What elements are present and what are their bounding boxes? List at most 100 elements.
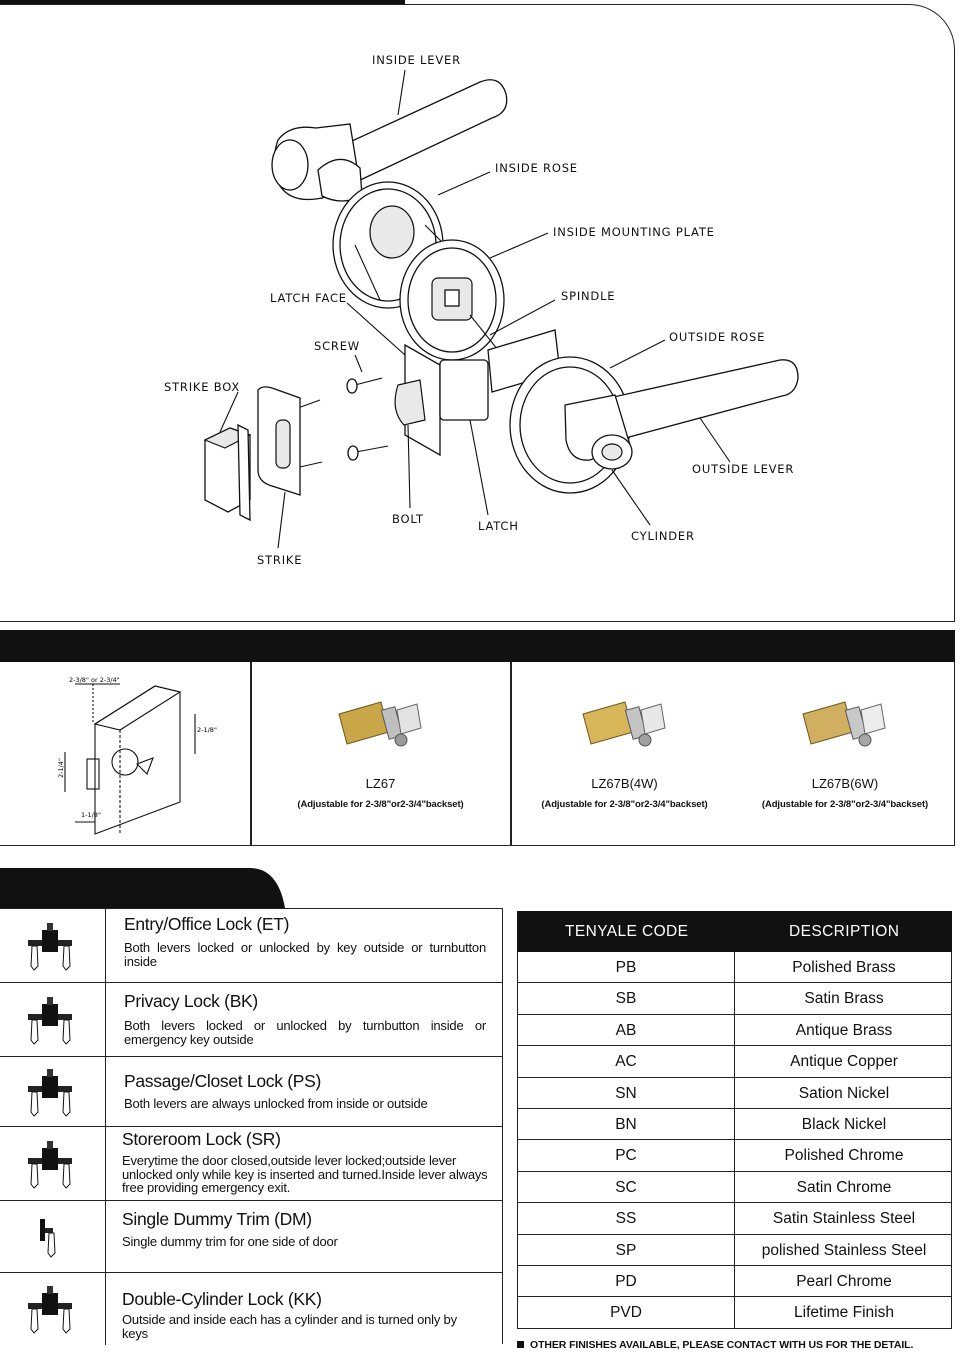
- function-title: Double-Cylinder Lock (KK): [122, 1289, 322, 1309]
- lever-set-icon: [28, 922, 72, 971]
- label-spindle: SPINDLE: [561, 289, 615, 303]
- dim-left-label: 2-1/4": [57, 758, 65, 778]
- finish-description: Polished Chrome: [784, 1147, 904, 1165]
- latch-section-header-bar: [0, 630, 955, 662]
- function-desc: Both levers locked or unlocked by key ou…: [124, 940, 486, 969]
- finish-note-text: OTHER FINISHES AVAILABLE, PLEASE CONTACT…: [530, 1339, 914, 1351]
- cylinder-part: [591, 434, 633, 470]
- function-title: Entry/Office Lock (ET): [124, 914, 290, 934]
- dim-right-label: 2-1/8": [197, 726, 217, 734]
- label-inside-lever: INSIDE LEVER: [372, 53, 461, 67]
- label-latch: LATCH: [478, 519, 519, 533]
- exploded-diagram-panel: [0, 4, 955, 622]
- header-code: TENYALE CODE: [565, 923, 689, 940]
- finish-row: PVD Lifetime Finish: [517, 1297, 952, 1329]
- function-title: Privacy Lock (BK): [124, 991, 258, 1011]
- finish-code: SP: [518, 1234, 735, 1265]
- label-latch-face: LATCH FACE: [270, 291, 347, 305]
- finish-table: TENYALE CODE DESCRIPTION PB Polished Bras…: [517, 911, 952, 1329]
- finish-description: Satin Brass: [804, 990, 884, 1008]
- finish-code: SC: [518, 1171, 735, 1203]
- function-desc: Everytime the door closed,outside lever …: [122, 1153, 488, 1195]
- latch-model: LZ67: [365, 776, 396, 791]
- finish-table-header: TENYALE CODE DESCRIPTION: [517, 911, 952, 952]
- finish-row: SC Satin Chrome: [517, 1171, 952, 1204]
- finish-row: PC Polished Chrome: [517, 1140, 952, 1172]
- latch-model: LZ67B(4W): [591, 776, 658, 791]
- function-icon-cell: [0, 909, 106, 982]
- function-row-bk: Privacy Lock (BK) Both levers locked or …: [0, 983, 503, 1057]
- function-icon-cell: [0, 1201, 106, 1272]
- function-desc: Outside and inside each has a cylinder a…: [122, 1312, 457, 1341]
- latch-lz67b-6w-image: [802, 701, 886, 747]
- function-desc: Single dummy trim for one side of door: [122, 1234, 338, 1249]
- label-bolt: BOLT: [392, 512, 424, 526]
- lever-set-icon: [28, 1140, 72, 1189]
- screws-part: [297, 377, 389, 468]
- function-title: Single Dummy Trim (DM): [122, 1209, 312, 1229]
- function-desc: Both levers locked or unlocked by turnbu…: [124, 1018, 486, 1047]
- finish-code: PC: [518, 1140, 735, 1171]
- function-row-kk: Double-Cylinder Lock (KK) Outside and in…: [0, 1273, 503, 1345]
- inside-mounting-plate-part: [399, 239, 505, 361]
- top-strip: [0, 0, 405, 5]
- backset-drawing: 2-3/8" or 2-3/4" 2-1/8" 2-1/4" 1-1/8": [57, 676, 217, 835]
- function-icon-cell: [0, 1057, 106, 1126]
- function-row-sr: Storeroom Lock (SR) Everytime the door c…: [0, 1127, 503, 1201]
- finish-description: polished Stainless Steel: [761, 1241, 927, 1259]
- functions-header-tab: [0, 868, 285, 908]
- function-row-ps: Passage/Closet Lock (PS) Both levers are…: [0, 1057, 503, 1127]
- finish-description: Lifetime Finish: [794, 1304, 894, 1322]
- finish-code: AB: [518, 1014, 735, 1046]
- finish-code: PVD: [518, 1297, 735, 1328]
- function-icon-cell: [0, 1127, 106, 1200]
- finish-description: Polished Brass: [792, 959, 896, 976]
- finish-row: SP polished Stainless Steel: [517, 1234, 952, 1266]
- function-icon-cell: [0, 983, 106, 1056]
- latch-lz67-image: [337, 701, 422, 747]
- strike-box-part: [203, 423, 252, 522]
- lever-set-icon: [28, 1286, 72, 1334]
- latch-note: (Adjustable for 2-3/8"or2-3/4"backset): [541, 799, 708, 810]
- function-list: Entry/Office Lock (ET) Both levers locke…: [0, 908, 503, 1345]
- latch-item-lz67b-6w: LZ67B(6W) (Adjustable for 2-3/8"or2-3/4"…: [737, 662, 953, 846]
- lever-set-icon: [28, 996, 72, 1045]
- finish-note: OTHER FINISHES AVAILABLE, PLEASE CONTACT…: [517, 1339, 913, 1351]
- finish-code: PD: [518, 1265, 735, 1297]
- header-description: DESCRIPTION: [789, 923, 900, 940]
- lever-set-icon: [28, 1068, 72, 1117]
- finish-code: PB: [518, 952, 735, 983]
- latch-options-panel: 2-3/8" or 2-3/4" 2-1/8" 2-1/4" 1-1/8" LZ…: [0, 662, 955, 846]
- finish-code: SS: [518, 1203, 735, 1234]
- function-icon-cell: [0, 1273, 106, 1345]
- latch-item-lz67: LZ67 (Adjustable for 2-3/8"or2-3/4"backs…: [251, 662, 510, 846]
- strike-part: [257, 386, 301, 496]
- function-title: Passage/Closet Lock (PS): [124, 1071, 322, 1091]
- dim-top-label: 2-3/8" or 2-3/4": [69, 676, 120, 684]
- dummy-trim-icon: [40, 1218, 56, 1258]
- finish-row: PB Polished Brass: [517, 952, 952, 984]
- finish-row: PD Pearl Chrome: [517, 1265, 952, 1298]
- finish-description: Black Nickel: [801, 1115, 887, 1133]
- finish-description: Pearl Chrome: [796, 1272, 892, 1290]
- finish-description: Antique Brass: [795, 1021, 893, 1039]
- latch-note: (Adjustable for 2-3/8"or2-3/4"backset): [297, 799, 464, 810]
- label-strike-box: STRIKE BOX: [164, 380, 240, 394]
- label-strike: STRIKE: [257, 553, 302, 567]
- finish-code: SB: [518, 983, 735, 1014]
- label-inside-rose: INSIDE ROSE: [495, 161, 578, 175]
- label-screw: SCREW: [314, 339, 360, 353]
- label-outside-lever: OUTSIDE LEVER: [692, 462, 794, 476]
- label-cylinder: CYLINDER: [631, 529, 695, 543]
- finish-description: Satin Chrome: [796, 1178, 892, 1196]
- finish-code: SN: [518, 1077, 735, 1108]
- function-title: Storeroom Lock (SR): [122, 1129, 281, 1149]
- square-bullet-icon: [517, 1341, 524, 1348]
- exploded-lock-diagram: INSIDE LEVER INSIDE ROSE INSIDE MOUNTING…: [164, 53, 799, 567]
- label-outside-rose: OUTSIDE ROSE: [669, 330, 765, 344]
- latch-note: (Adjustable for 2-3/8"or2-3/4"backset): [761, 799, 929, 810]
